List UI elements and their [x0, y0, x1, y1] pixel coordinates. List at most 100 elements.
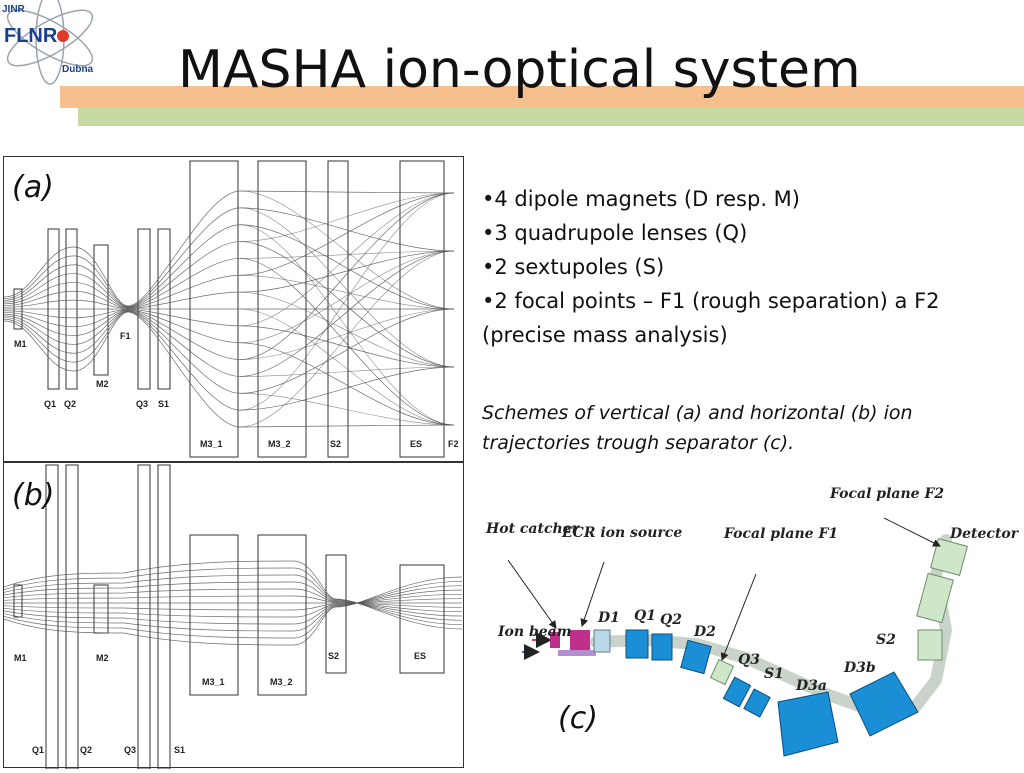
trajectory-line: [4, 192, 455, 309]
element-label: M3_1: [202, 677, 225, 687]
element-label: S2: [328, 651, 339, 661]
element-box: [137, 464, 151, 769]
trajectory-line: [239, 192, 455, 242]
q2-lens: [651, 633, 673, 661]
trajectory-line: [4, 574, 463, 621]
trajectory-line: [4, 192, 455, 360]
element-box: [93, 584, 109, 634]
element-label: Q1: [32, 745, 44, 755]
element-box: [157, 464, 171, 769]
ecr-source-element: [570, 630, 590, 650]
element-label: S1: [174, 745, 185, 755]
trajectory-line: [4, 190, 455, 307]
detector-element: [930, 538, 968, 576]
label-s1: S1: [764, 666, 784, 682]
element-label: M3_2: [268, 439, 291, 449]
label-focal-f2: Focal plane F2: [829, 486, 944, 502]
trajectory-line: [4, 595, 463, 608]
label-d2: D2: [693, 624, 716, 640]
trajectory-line: [4, 598, 463, 611]
ecr-pointer: [580, 561, 605, 627]
element-label: Q3: [136, 399, 148, 409]
trajectory-line: [239, 308, 455, 426]
focal-f1-element: [709, 658, 735, 686]
trajectory-line: [4, 311, 455, 428]
trajectory-line: [239, 392, 455, 426]
element-box: [93, 244, 109, 376]
trajectory-line: [4, 588, 463, 613]
label-q2: Q2: [660, 612, 682, 628]
label-ion-beam: Ion beam: [497, 624, 572, 640]
trajectory-line: [239, 250, 455, 344]
bullet-item: •2 focal points – F1 (rough separation) …: [482, 289, 940, 347]
label-d3b: D3b: [843, 660, 876, 676]
header-green-bar: [78, 108, 1024, 126]
element-label: M1: [14, 653, 27, 663]
logo-main-text: FLNR: [4, 25, 58, 47]
d3a-magnet: [777, 691, 839, 757]
element-box: [189, 534, 239, 696]
flnr-logo: JINR FLNR Dubna: [2, 0, 94, 85]
element-label: Q3: [124, 745, 136, 755]
trajectory-line: [4, 580, 463, 639]
trajectory-line: [4, 581, 463, 617]
panel-c-label: (c): [558, 701, 598, 736]
label-q1: Q1: [634, 608, 656, 624]
trajectory-line: [4, 250, 455, 377]
trajectory-line: [4, 593, 463, 618]
trajectory-line: [4, 589, 463, 625]
trajectory-line: [4, 585, 463, 632]
header-orange-bar: [60, 86, 1024, 108]
trajectory-line: [4, 560, 463, 630]
trajectory-line: [4, 576, 463, 646]
element-label: M3_1: [200, 439, 223, 449]
q1-lens: [625, 629, 649, 659]
element-label: F1: [120, 331, 131, 341]
label-d1: D1: [597, 610, 620, 626]
d1-magnet: [593, 629, 611, 653]
bullet-item: •3 quadrupole lenses (Q): [482, 221, 748, 245]
trajectory-line: [4, 308, 455, 394]
trajectory-line: [4, 309, 455, 426]
trajectory-line: [239, 224, 455, 426]
logo-bottom-text: Dubna: [62, 64, 94, 75]
trajectory-line: [239, 308, 455, 360]
trajectory-line: [4, 207, 455, 307]
element-box: [399, 564, 445, 674]
trajectory-line: [4, 567, 463, 626]
label-focal-f1: Focal plane F1: [723, 526, 838, 542]
trajectory-line: [4, 250, 455, 309]
trajectory-line: [239, 250, 455, 428]
trajectory-line: [239, 274, 455, 310]
trajectory-line: [4, 224, 455, 310]
figure-caption: Schemes of vertical (a) and horizontal (…: [482, 402, 913, 454]
panel-b-label: (b): [12, 478, 55, 513]
element-label: S1: [158, 399, 169, 409]
hot-catcher-element: [550, 632, 560, 648]
trajectory-line: [4, 311, 455, 411]
d3b-magnet: [849, 671, 919, 737]
bullet-item: •2 sextupoles (S): [482, 255, 665, 279]
trajectory-line: [239, 192, 455, 327]
label-hot: Hot catcher: [485, 521, 581, 537]
element-label: Q2: [80, 745, 92, 755]
element-label: ES: [414, 651, 426, 661]
trajectory-line: [4, 241, 455, 368]
bullet-item: •4 dipole magnets (D resp. M): [482, 187, 800, 211]
label-q3: Q3: [738, 652, 760, 668]
element-label: M2: [96, 379, 109, 389]
label-detector: Detector: [949, 526, 1020, 542]
trajectory-line: [239, 291, 455, 368]
s2-sextupole: [917, 629, 943, 661]
focal-f2-element: [916, 572, 954, 624]
trajectory-line: [239, 192, 455, 411]
element-label: M3_2: [270, 677, 293, 687]
bullet-list: •4 dipole magnets (D resp. M) •3 quadrup…: [482, 182, 1012, 352]
element-label: M1: [14, 339, 27, 349]
element-box: [257, 534, 307, 696]
panel-a-label: (a): [12, 170, 54, 205]
